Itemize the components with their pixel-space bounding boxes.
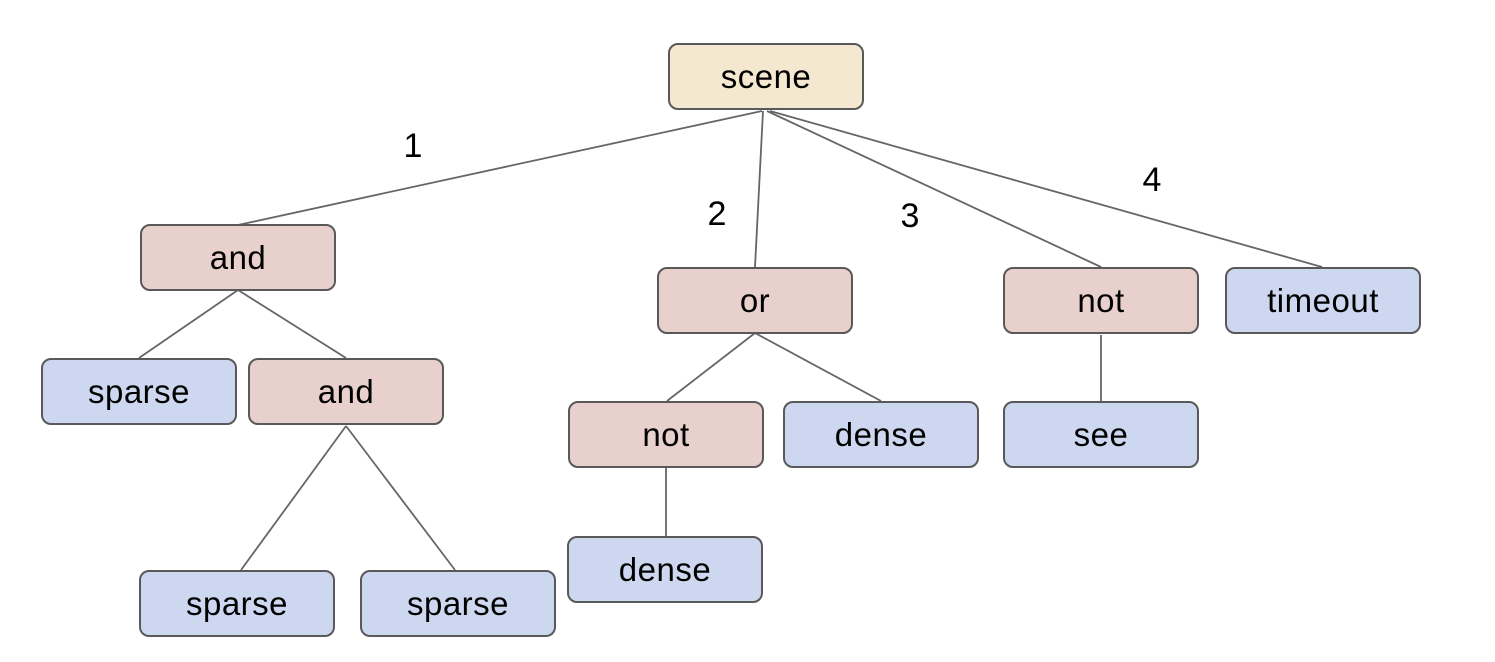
node-timeout: timeout: [1225, 267, 1421, 334]
edge-and2-sparse2: [345, 425, 456, 571]
edge-or-dense: [754, 332, 882, 402]
edge-or-not: [666, 332, 756, 402]
edge-scene-and: [237, 110, 763, 226]
edge-and-and: [237, 289, 347, 359]
edge-scene-timeout: [769, 110, 1323, 268]
node-sparse-bottom-right: sparse: [360, 570, 556, 637]
node-and-nested: and: [248, 358, 444, 425]
node-not: not: [1003, 267, 1199, 334]
edge-label-3: 3: [900, 197, 920, 235]
node-not-under-or: not: [568, 401, 764, 468]
node-scene: scene: [668, 43, 864, 110]
edge-and-sparse: [138, 289, 239, 359]
edge-label-4: 4: [1142, 161, 1162, 199]
node-dense-under-not: dense: [567, 536, 763, 603]
edge-and2-sparse: [240, 425, 347, 571]
node-sparse-bottom-left: sparse: [139, 570, 335, 637]
node-and: and: [140, 224, 336, 291]
node-or: or: [657, 267, 853, 334]
edge-scene-or: [754, 110, 764, 268]
edge-label-1: 1: [403, 127, 423, 165]
node-dense: dense: [783, 401, 979, 468]
node-sparse: sparse: [41, 358, 237, 425]
edge-label-2: 2: [707, 195, 727, 233]
edge-scene-not: [766, 110, 1102, 268]
node-see: see: [1003, 401, 1199, 468]
